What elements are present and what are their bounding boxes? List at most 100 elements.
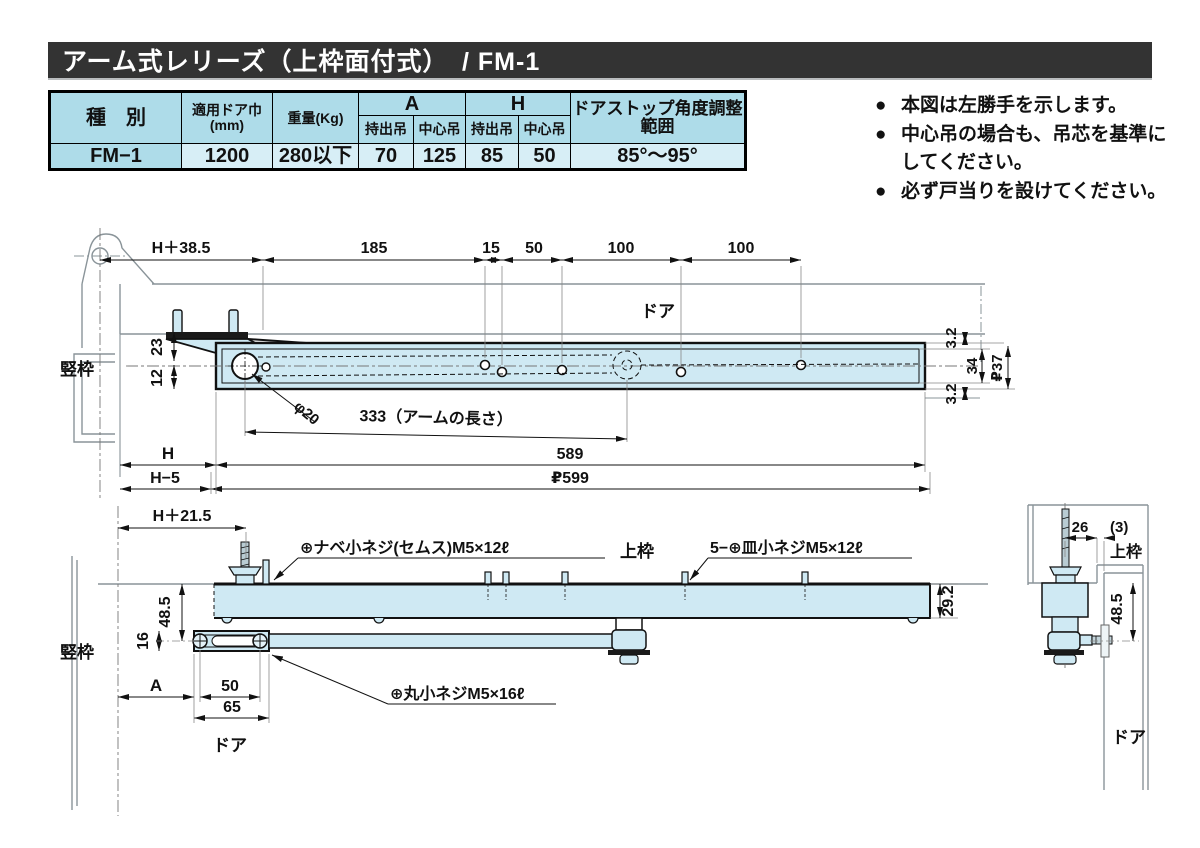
note-3: ● 必ず戸当りを設けてください。 (875, 178, 1185, 207)
note-2: ● 中心吊の場合も、吊芯を基準に (875, 121, 1185, 150)
label-flat-screw: 5−⊕皿小ネジM5×12ℓ (710, 539, 863, 557)
dim-29-2: 29.2 (940, 585, 957, 616)
dim-599: ₽599 (551, 470, 589, 487)
dim-37: ₽37 (989, 354, 1006, 381)
dim-phi20: φ20 (290, 398, 322, 429)
small-hole (261, 362, 271, 372)
elbow-nut (619, 654, 639, 665)
dim-12: 12 (149, 369, 166, 387)
dim-h5: H−5 (150, 470, 180, 487)
dim-26: 26 (1072, 519, 1089, 536)
note-1-text: 本図は左勝手を示します。 (901, 95, 1128, 116)
dim-185: 185 (361, 240, 388, 257)
elbow (1047, 631, 1081, 651)
label-top-frame: 上枠 (1110, 542, 1142, 561)
bullet-icon: ● (875, 95, 887, 116)
dim-100b: 100 (728, 240, 755, 257)
elbow-flange (608, 650, 650, 655)
label-door: ドア (1112, 728, 1146, 747)
col-h-sub2: 中心吊 (518, 115, 571, 144)
closer-body (126, 309, 978, 391)
flange (1044, 650, 1084, 655)
front-view-drawing: H＋21.5 ⊕ナベ小ネジ(セムス)M5×12ℓ 上枠 5−⊕皿小ネジM5×12… (60, 506, 988, 816)
col-weight: 重量(Kg) (272, 91, 359, 144)
dim-50: 50 (525, 240, 543, 257)
pan-screw (262, 559, 270, 585)
cell-a2: 125 (413, 143, 466, 170)
arm-assembly (192, 617, 650, 665)
label-door: ドア (213, 736, 247, 755)
label-round-screw: ⊕丸小ネジM5×16ℓ (390, 684, 525, 703)
cell-stop: 85°～95° (570, 143, 746, 170)
label-pan-screw: ⊕ナベ小ネジ(セムス)M5×12ℓ (300, 539, 509, 557)
col-h-sub1: 持出吊 (465, 115, 519, 144)
top-screws (484, 571, 809, 585)
label-frame: 竪枠 (60, 643, 94, 662)
dim-48-5: 48.5 (157, 596, 174, 627)
hidden-screw-threads (487, 584, 806, 600)
body-block (1041, 582, 1089, 618)
dim-65: 65 (223, 699, 241, 716)
bullet-icon: ● (875, 123, 887, 145)
dim-h21: H＋21.5 (153, 508, 212, 525)
bottom-pins (221, 617, 919, 624)
col-h: H (465, 91, 571, 116)
dim-32-top: 3.2 (943, 328, 960, 349)
dim-arm-length: 333（アームの長さ） (359, 407, 513, 429)
label-top-frame: 上枠 (620, 542, 654, 561)
hidden-arm (257, 350, 919, 380)
cell-type: FM−1 (49, 143, 182, 170)
label-frame: 竪枠 (60, 360, 94, 379)
vertical-frame-channel (73, 353, 115, 443)
shoe-slot (211, 635, 259, 647)
note-2-text: 中心吊の場合も、吊芯を基準に (901, 123, 1167, 145)
neck (1051, 616, 1079, 633)
dim-h: H (162, 444, 174, 463)
elbow-upper (615, 617, 643, 631)
label-door: ドア (641, 302, 675, 321)
bullet-icon: ● (875, 180, 887, 202)
mount-plate (166, 332, 248, 339)
dim-16: 16 (135, 632, 152, 650)
top-view-drawing: H＋38.5 185 15 50 100 100 ドア 竪枠 23 12 φ20… (60, 228, 1015, 500)
bracket-stud (228, 309, 239, 335)
dim-50: 50 (221, 678, 239, 695)
frame-section (1027, 504, 1149, 790)
top-view-dimensions (100, 257, 1015, 494)
note-1: ● 本図は左勝手を示します。 (875, 92, 1185, 121)
col-type: 種 別 (49, 91, 182, 144)
note-2-cont: してください。 (901, 152, 1033, 173)
bracket-stud (172, 309, 183, 335)
side-view-dimensions (1064, 535, 1139, 642)
spec-table: 種 別 適用ドア巾(mm) 重量(Kg) A H ドアストップ角度調整範囲 持出… (48, 90, 747, 171)
bolt-washer (1049, 566, 1082, 576)
col-a: A (358, 91, 466, 116)
dim-589: 589 (557, 446, 584, 463)
front-view-dimensions (118, 525, 958, 723)
arm-stub (1079, 634, 1093, 646)
col-stop: ドアストップ角度調整範囲 (570, 91, 746, 144)
elbow-lower (611, 629, 647, 651)
cell-h2: 50 (518, 143, 571, 170)
cell-door-width: 1200 (181, 143, 273, 170)
dim-48-5: 48.5 (1109, 593, 1126, 624)
dim-a: A (150, 676, 162, 695)
dim-32-bottom: 3.2 (943, 384, 960, 405)
col-a-sub2: 中心吊 (413, 115, 466, 144)
dim-23: 23 (149, 338, 166, 356)
dim-34: 34 (964, 357, 981, 374)
col-door-width: 適用ドア巾(mm) (181, 91, 273, 144)
col-a-sub1: 持出吊 (358, 115, 414, 144)
dim-h38: H＋38.5 (152, 240, 211, 257)
nut (1053, 654, 1077, 665)
cell-weight: 280以下 (272, 143, 359, 170)
dim-15: 15 (482, 240, 500, 257)
cell-h1: 85 (465, 143, 519, 170)
closer-body-front (192, 541, 931, 665)
arm-bar (268, 633, 617, 649)
page-title: アーム式レリーズ（上枠面付式） / FM-1 (62, 48, 541, 76)
cell-a1: 70 (358, 143, 414, 170)
note-3-text: 必ず戸当りを設けてください。 (901, 180, 1167, 202)
side-view-drawing: 26 (3) 上枠 48.5 ドア (1027, 503, 1149, 790)
